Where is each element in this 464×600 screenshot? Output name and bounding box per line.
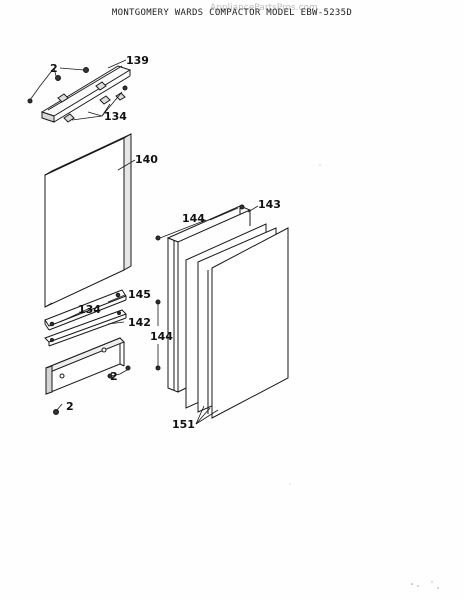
callout-134-bottom: 134	[78, 303, 101, 316]
kick-plate-bracket	[45, 337, 125, 395]
callout-143: 143	[258, 198, 281, 211]
callout-145: 145	[128, 288, 151, 301]
strip-142	[44, 309, 127, 347]
callout-134-top: 134	[104, 110, 127, 123]
panel-151-front	[207, 227, 289, 419]
callout-142: 142	[128, 316, 151, 329]
callout-151: 151	[172, 418, 195, 431]
callout-2-right: 2	[110, 370, 118, 383]
scan-specks	[289, 164, 439, 589]
bottom-screws	[53, 365, 131, 415]
callout-144-top: 144	[182, 212, 205, 225]
door-panel-140	[44, 133, 132, 308]
callout-139: 139	[126, 54, 149, 67]
callout-140: 140	[135, 153, 158, 166]
handle-bracket-139	[40, 65, 132, 123]
callout-144-side: 144	[150, 330, 173, 343]
watermark-text: AppliancePartsPros.com	[210, 3, 318, 13]
bracket-leaders	[29, 59, 127, 121]
diagram-title: MONTGOMERY WARDS COMPACTOR MODEL EBW-523…	[111, 8, 353, 18]
callout-2-top: 2	[50, 62, 58, 75]
strip-145	[44, 289, 127, 331]
callout-2-bottom: 2	[66, 400, 74, 413]
